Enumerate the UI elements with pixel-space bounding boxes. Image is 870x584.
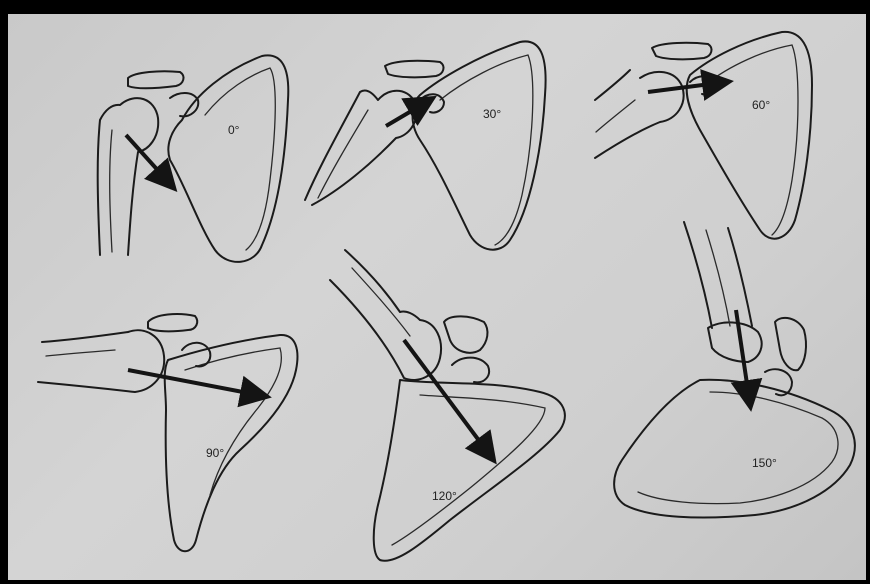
- panel-150-deg: [614, 222, 855, 518]
- acromion-90: [148, 314, 197, 331]
- coracoid-0: [170, 93, 198, 116]
- scapula-90: [165, 335, 298, 551]
- angle-label-120: 120°: [432, 489, 457, 503]
- scapula-60: [687, 32, 812, 239]
- humerus-0-inner: [110, 130, 112, 252]
- humerus-120: [330, 250, 441, 380]
- coracoid-120: [452, 358, 489, 383]
- humerus-90: [38, 330, 164, 392]
- acromion-120: [444, 316, 487, 352]
- angle-label-150: 150°: [752, 456, 777, 470]
- panel-60-deg: [595, 32, 812, 239]
- arrow-30: [386, 100, 430, 126]
- panel-120-deg: [330, 250, 565, 561]
- panel-0-deg: [98, 55, 289, 262]
- acromion-60: [652, 43, 711, 60]
- scapula-0-rim: [205, 68, 275, 250]
- scapula-0: [168, 55, 288, 262]
- humerus-90-inner: [46, 350, 115, 356]
- scapula-30-rim: [440, 55, 533, 245]
- coracoid-150: [765, 369, 792, 395]
- panel-90-deg: [38, 314, 297, 551]
- acromion-0: [128, 71, 183, 88]
- humerus-30: [305, 90, 417, 205]
- scapula-60-rim: [705, 45, 798, 235]
- angle-label-30: 30°: [483, 107, 501, 121]
- humerus-60-inner: [596, 100, 635, 132]
- scapula-120: [374, 380, 565, 561]
- angle-label-90: 90°: [206, 446, 224, 460]
- humerus-120-inner: [352, 268, 410, 336]
- arrow-90: [128, 370, 264, 396]
- panel-30-deg: [305, 41, 546, 249]
- humerus-0: [98, 98, 159, 255]
- angle-label-60: 60°: [752, 98, 770, 112]
- angle-label-0: 0°: [228, 123, 239, 137]
- scapula-30: [413, 41, 546, 249]
- arrow-0: [126, 135, 172, 186]
- acromion-30: [385, 61, 443, 78]
- humerus-60: [595, 70, 684, 158]
- scapula-150-rim: [638, 392, 838, 504]
- acromion-150: [775, 318, 806, 370]
- scapula-120-rim: [392, 395, 545, 545]
